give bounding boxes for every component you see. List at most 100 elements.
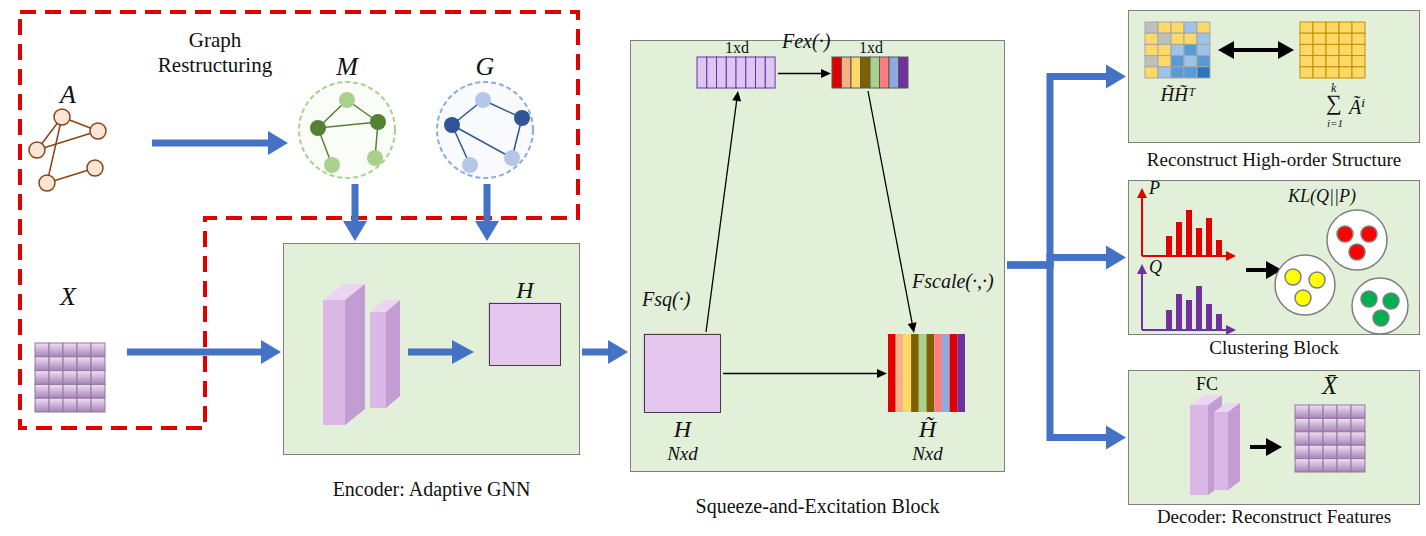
- se-block-box: Squeeze-and-Excitation BlockHNxd1xd1xdH̃…: [630, 40, 1005, 472]
- matrix-grids: [77, 398, 91, 412]
- encoder-box: Encoder: Adaptive GNNH: [283, 243, 580, 455]
- clusters: [1383, 293, 1399, 309]
- matrix-grids: [63, 371, 77, 385]
- matrix-grids: [1197, 56, 1210, 67]
- node-label: H: [516, 277, 533, 304]
- vector-box: 1xd: [698, 58, 776, 89]
- thin-arrow: [868, 91, 917, 333]
- arrow-head: [821, 69, 831, 78]
- arrow-head: [475, 221, 499, 241]
- matrix-grids: [1339, 33, 1352, 44]
- node-label: H̃: [919, 416, 936, 443]
- matrix-grids: [1352, 22, 1365, 33]
- matrix-grids: [1158, 67, 1171, 78]
- matrix-grids: [1323, 405, 1337, 418]
- graph-figure: [87, 160, 103, 176]
- matrix-grids: [746, 57, 756, 88]
- fc-layers: [1250, 445, 1266, 449]
- gnn-layers: [323, 300, 345, 425]
- text-group: Reconstruct High-order Structure: [1147, 149, 1401, 171]
- arrow-head: [261, 340, 281, 364]
- matrix-grids: [1337, 445, 1351, 458]
- thin-arrow: [723, 369, 887, 378]
- histogram-p: [1141, 196, 1143, 256]
- connector-line: [1007, 265, 1110, 438]
- node-label: Encoder: Adaptive GNN: [333, 478, 531, 501]
- matrix-grids: [1171, 56, 1184, 67]
- matrix-grids: [957, 334, 965, 412]
- node-label: X: [60, 282, 76, 312]
- connector-line: [352, 184, 359, 225]
- matrix-grids: [91, 343, 105, 357]
- matrix-grids: [63, 343, 77, 357]
- matrix-grids: [927, 334, 935, 412]
- output-box: Clustering Block: [1128, 180, 1420, 335]
- text-group: H̃Nxd: [912, 416, 943, 465]
- matrix-grids: [1145, 56, 1158, 67]
- clusters: [1327, 210, 1387, 270]
- matrix-grids: [1171, 67, 1184, 78]
- matrix-grids: [1145, 67, 1158, 78]
- matrix-grids: [1326, 33, 1339, 44]
- fc-layers: [1214, 412, 1228, 490]
- histogram-p: [1226, 251, 1236, 261]
- clusters: [1295, 290, 1311, 306]
- math-label: ∑: [1326, 90, 1342, 116]
- double-arrow: [1278, 41, 1294, 59]
- text-group: 1xd: [859, 39, 883, 57]
- graph-vertex: [444, 117, 460, 133]
- node-label: Clustering Block: [1209, 337, 1338, 359]
- node-sublabel: Nxd: [912, 443, 943, 465]
- math-label: i=1: [1327, 117, 1343, 129]
- fc-layers: [1190, 395, 1282, 495]
- fc-layers: [1228, 403, 1240, 490]
- double-arrow: [1218, 41, 1294, 59]
- histogram-q: [1166, 286, 1222, 330]
- matrix-grids: [861, 57, 871, 88]
- node-label: A: [60, 80, 76, 110]
- matrix-grids: [35, 398, 49, 412]
- clusters: [1361, 291, 1377, 307]
- graph-figure: [29, 142, 45, 158]
- matrix-grids: [1184, 44, 1197, 55]
- matrix-grids: [77, 357, 91, 371]
- arrow-head: [1106, 65, 1126, 89]
- math-label: KL(Q||P): [1288, 186, 1356, 207]
- matrix-grids: [1197, 67, 1210, 78]
- text-group: HNxd: [667, 416, 698, 465]
- connector-line: [1007, 77, 1110, 266]
- arrow-head: [732, 91, 741, 102]
- clusters: [1309, 272, 1325, 288]
- connector-line: [723, 373, 879, 374]
- connector-line: [152, 140, 272, 147]
- graph-figure: [39, 175, 55, 191]
- matrix-grids: [1313, 67, 1326, 78]
- matrix-grids: [1197, 22, 1210, 33]
- histogram-p: [1206, 218, 1212, 256]
- axis-label: Q: [1149, 257, 1162, 278]
- matrix-grids: [1295, 418, 1309, 431]
- graph-edge: [318, 122, 378, 128]
- function-label: Fex(·): [782, 30, 830, 53]
- matrix-grids: [35, 22, 1365, 472]
- clusters: [1349, 244, 1365, 260]
- matrix-grids: [1295, 405, 1309, 418]
- panel-fill: [630, 40, 1005, 472]
- text-group: Decoder: Reconstruct Features: [1157, 506, 1391, 528]
- graph-vertex: [475, 92, 491, 108]
- graph-vertex: [324, 157, 340, 173]
- matrix-grids: [1309, 445, 1323, 458]
- matrix-grids: [91, 398, 105, 412]
- cluster-arrow: [1246, 268, 1268, 272]
- matrix-grids: [1309, 459, 1323, 472]
- gnn-layers: [386, 300, 400, 408]
- histogram-p: [1137, 188, 1147, 198]
- matrix-grids: [35, 384, 49, 398]
- matrix-grids: [63, 357, 77, 371]
- matrix-grids: [1145, 22, 1158, 33]
- histogram-q: [1196, 286, 1202, 330]
- node-label: Squeeze-and-Excitation Block: [696, 495, 940, 518]
- matrix-grids: [1351, 405, 1365, 418]
- connector-line: [127, 349, 265, 356]
- text-group: Squeeze-and-Excitation Block: [696, 495, 940, 518]
